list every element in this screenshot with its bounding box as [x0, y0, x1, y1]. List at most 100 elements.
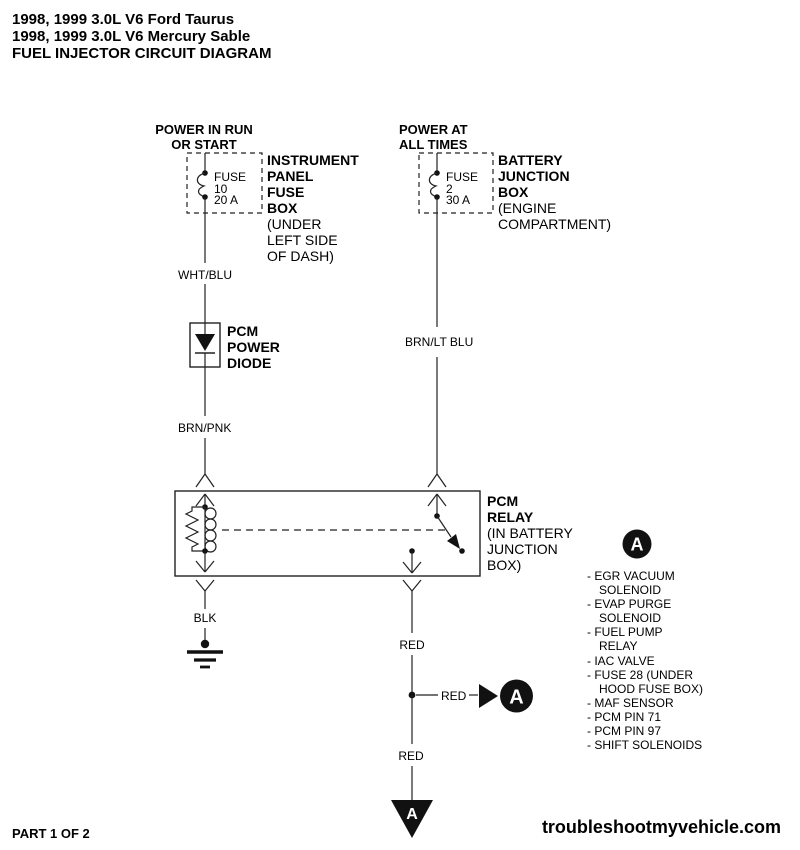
ground-leg: BLK [187, 579, 223, 669]
ground-symbol [187, 639, 223, 669]
relay-coil-symbol [204, 507, 217, 553]
wire-color-label: WHT/BLU [178, 268, 232, 282]
legend-item: - IAC VALVE [587, 654, 655, 668]
title-block: 1998, 1999 3.0L V6 Ford Taurus 1998, 199… [12, 11, 271, 62]
svg-text:PCM: PCM [227, 323, 258, 339]
title-line-1: 1998, 1999 3.0L V6 Ford Taurus [12, 11, 234, 28]
legend-item: RELAY [599, 639, 637, 653]
svg-text:(IN BATTERY: (IN BATTERY [487, 525, 573, 541]
power-source-label: POWER IN RUN [155, 122, 253, 137]
power-source-label: ALL TIMES [399, 137, 468, 152]
svg-text:BATTERY: BATTERY [498, 152, 563, 168]
website-label: troubleshootmyvehicle.com [542, 817, 781, 837]
legend-item: - EGR VACUUM [587, 569, 675, 583]
svg-text:BOX: BOX [267, 200, 298, 216]
fuse-amps: 20 A [214, 193, 238, 207]
connector-chevron-icon [402, 551, 422, 574]
arrow-down-icon [391, 800, 433, 838]
connector-letter: A [406, 806, 418, 823]
wire-color-label: BRN/PNK [178, 421, 231, 435]
power-source-label: OR START [171, 137, 237, 152]
svg-text:DIODE: DIODE [227, 355, 271, 371]
legend-item-list: - EGR VACUUM SOLENOID - EVAP PURGE SOLEN… [587, 569, 703, 752]
left-power-branch: POWER IN RUN OR START FUSE 10 20 A INSTR… [155, 122, 359, 488]
power-source-label: POWER AT [399, 122, 468, 137]
title-line-3: FUEL INJECTOR CIRCUIT DIAGRAM [12, 45, 271, 62]
legend-item: - FUEL PUMP [587, 625, 663, 639]
diode-triangle-icon [195, 334, 215, 351]
switch-arm-arrowhead [447, 534, 460, 549]
svg-text:JUNCTION: JUNCTION [498, 168, 570, 184]
wire-color-label: RED [398, 749, 424, 763]
connector-chevron-icon [427, 493, 447, 507]
battery-junction-box-outline [418, 152, 494, 214]
pcm-power-diode-symbol [189, 322, 221, 416]
connector-fork-icon [195, 579, 215, 609]
svg-text:RELAY: RELAY [487, 509, 534, 525]
pcm-power-diode-label: PCM POWER DIODE [227, 323, 280, 371]
connector-fork-icon [402, 579, 422, 592]
legend-item: - PCM PIN 71 [587, 710, 661, 724]
svg-text:INSTRUMENT: INSTRUMENT [267, 152, 359, 168]
right-power-branch: POWER AT ALL TIMES FUSE 2 30 A BATTERY J… [399, 122, 611, 488]
connector-fork-icon [427, 473, 447, 488]
title-line-2: 1998, 1999 3.0L V6 Mercury Sable [12, 28, 250, 45]
svg-text:JUNCTION: JUNCTION [487, 541, 558, 557]
svg-text:OF DASH): OF DASH) [267, 248, 334, 264]
instrument-panel-fuse-box-label: INSTRUMENT PANEL FUSE BOX (UNDER LEFT SI… [267, 152, 359, 264]
part-number-label: PART 1 OF 2 [12, 826, 90, 841]
fuse-element-icon [428, 172, 438, 198]
wire-color-label: RED [441, 689, 467, 703]
relay-resistor-symbol [184, 506, 205, 552]
fuse-symbol [428, 153, 440, 200]
connector-letter: A [509, 687, 523, 709]
pcm-relay-label: PCM RELAY (IN BATTERY JUNCTION BOX) [487, 493, 573, 573]
legend-item: SOLENOID [599, 611, 661, 625]
fuse-label: FUSE [214, 170, 246, 184]
branch-to-connector-a: RED A [416, 679, 533, 713]
svg-text:COMPARTMENT): COMPARTMENT) [498, 216, 611, 232]
circle-a-connector [500, 679, 533, 713]
legend-item: HOOD FUSE BOX) [599, 682, 703, 696]
fuse-label: FUSE [446, 170, 478, 184]
legend-item: - FUSE 28 (UNDER [587, 668, 693, 682]
connector-fork-icon [195, 473, 215, 488]
connector-letter: A [631, 535, 644, 555]
pcm-relay: PCM RELAY (IN BATTERY JUNCTION BOX) [174, 490, 573, 577]
battery-junction-box-label: BATTERY JUNCTION BOX (ENGINE COMPARTMENT… [498, 152, 611, 232]
relay-switch-symbol [402, 493, 465, 574]
switch-arm [436, 515, 452, 538]
svg-text:BOX): BOX) [487, 557, 521, 573]
output-leg: RED RED A RED A [391, 579, 533, 838]
svg-text:POWER: POWER [227, 339, 280, 355]
wire-color-label: BRN/LT BLU [405, 335, 473, 349]
relay-box [174, 490, 481, 577]
svg-text:(UNDER: (UNDER [267, 216, 321, 232]
fuse-number: 10 [214, 182, 228, 196]
svg-text:BOX: BOX [498, 184, 529, 200]
switch-contact-dot [459, 548, 465, 554]
legend-item: - PCM PIN 97 [587, 724, 661, 738]
svg-text:FUSE: FUSE [267, 184, 304, 200]
circle-a-connector [622, 529, 652, 559]
fuse-amps: 30 A [446, 193, 470, 207]
fuse-number: 2 [446, 182, 453, 196]
svg-text:(ENGINE: (ENGINE [498, 200, 556, 216]
svg-text:LEFT SIDE: LEFT SIDE [267, 232, 338, 248]
svg-text:PCM: PCM [487, 493, 518, 509]
fuse-element-icon [196, 172, 206, 198]
legend-connector-a: A - EGR VACUUM SOLENOID - EVAP PURGE SOL… [587, 529, 703, 752]
footer: PART 1 OF 2 troubleshootmyvehicle.com [12, 817, 781, 841]
wire-color-label: RED [399, 638, 425, 652]
fuse-symbol [196, 153, 208, 200]
instrument-panel-fuse-box-outline [186, 152, 263, 214]
legend-item: - EVAP PURGE [587, 597, 671, 611]
svg-text:PANEL: PANEL [267, 168, 314, 184]
wire-color-label: BLK [194, 611, 217, 625]
legend-item: - MAF SENSOR [587, 696, 674, 710]
triangle-a-connector: A [391, 800, 433, 838]
connector-chevron-icon [195, 551, 215, 573]
arrow-right-icon [479, 684, 498, 708]
legend-item: SOLENOID [599, 583, 661, 597]
